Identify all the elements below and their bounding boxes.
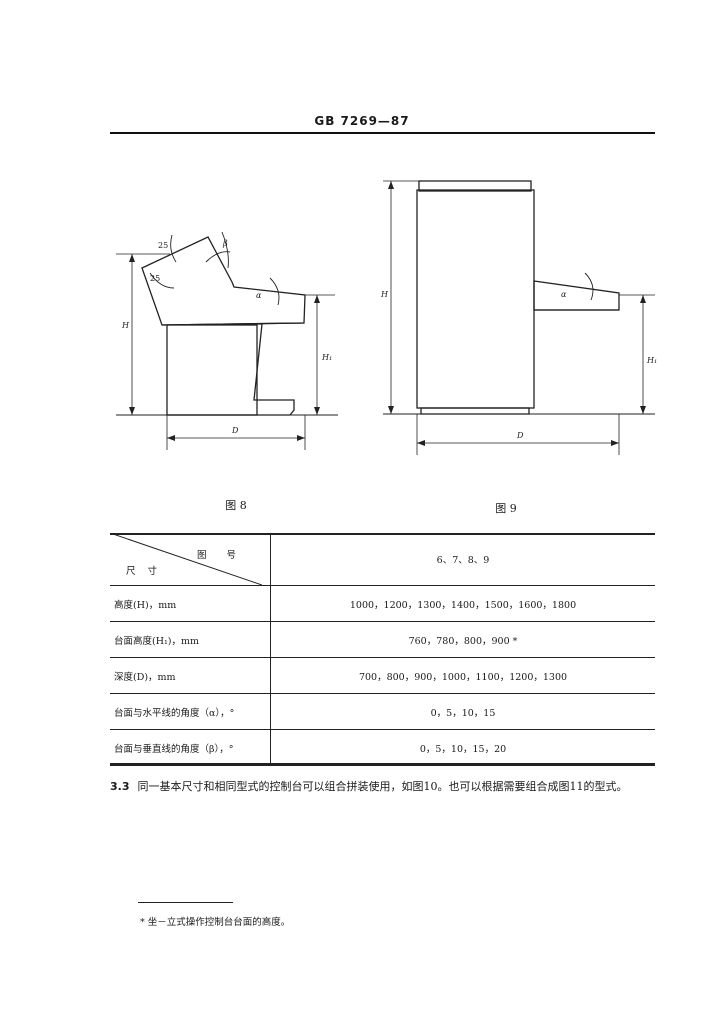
console-cabinet — [166, 324, 258, 416]
fig9-alpha-label: α — [561, 290, 567, 299]
cabinet-body — [416, 189, 535, 409]
row-value: 0，5，10，15 — [270, 693, 655, 730]
console-knee-space — [253, 323, 295, 416]
figure-8-caption: 图 8 — [225, 499, 247, 512]
fig8-alpha-label: α — [256, 291, 262, 300]
header-figure-values: 6、7、8、9 — [270, 533, 655, 586]
table-row: 深度(D)，mm 700，800，900，1000，1100，1200，1300 — [110, 657, 655, 694]
cabinet-base — [420, 407, 530, 415]
table-row: 台面与水平线的角度（α），° 0，5，10，15 — [110, 693, 655, 730]
fig8-H1-label: H₁ — [321, 353, 332, 362]
row-value: 0，5，10，15，20 — [270, 729, 655, 766]
figure-9-caption: 图 9 — [495, 502, 517, 515]
figure-8-drawing: 25 25 β α H H₁ D — [116, 231, 338, 450]
row-label: 台面高度(H₁)，mm — [110, 621, 271, 658]
table-bottom-rule — [110, 763, 655, 765]
table-header-row: 图号 尺寸 6、7、8、9 — [110, 533, 655, 586]
footnote: * 坐－立式操作控制台台面的高度。 — [140, 917, 291, 928]
standard-code: GB 7269—87 — [314, 114, 410, 128]
cabinet-top-cap — [418, 180, 532, 192]
row-label: 台面与水平线的角度（α），° — [110, 693, 271, 730]
clause-3-3: 3.3 同一基本尺寸和相同型式的控制台可以组合拼装使用，如图10。也可以根据需要组… — [110, 776, 658, 797]
clause-text: 同一基本尺寸和相同型式的控制台可以组合拼装使用，如图10。也可以根据需要组合成图… — [137, 780, 628, 793]
desk-top — [533, 280, 620, 311]
table-row: 高度(H)，mm 1000，1200，1300，1400，1500，1600，1… — [110, 585, 655, 622]
fig8-H-label: H — [121, 321, 130, 330]
table-corner-cell: 图号 尺寸 — [110, 533, 271, 586]
fig8-beta-label: β — [222, 239, 228, 248]
header-figure-number: 图号 — [196, 550, 256, 561]
row-value: 700，800，900，1000，1100，1200，1300 — [270, 657, 655, 694]
figure-9-drawing: H H₁ D α — [380, 180, 657, 455]
fig9-H-label: H — [380, 290, 389, 299]
row-value: 1000，1200，1300，1400，1500，1600，1800 — [270, 585, 655, 622]
fig9-H1-label: H₁ — [646, 356, 657, 365]
dimension-table: 图号 尺寸 6、7、8、9 高度(H)，mm 1000，1200，1300，14… — [110, 533, 655, 766]
fig8-D-label: D — [231, 426, 239, 435]
clause-number: 3.3 — [110, 780, 130, 793]
header-dimension: 尺寸 — [126, 566, 170, 577]
header-rule — [110, 132, 655, 134]
table-row: 台面与垂直线的角度（β），° 0，5，10，15，20 — [110, 729, 655, 766]
fig8-angle-25-mid: 25 — [150, 274, 160, 283]
table-row: 台面高度(H₁)，mm 760，780，800，900 * — [110, 621, 655, 658]
diagonal-line — [110, 533, 262, 585]
row-value: 760，780，800，900 * — [270, 621, 655, 658]
row-label: 深度(D)，mm — [110, 657, 271, 694]
console-upper-outline — [141, 236, 306, 326]
footnote-rule — [138, 902, 233, 903]
fig8-angle-25-top: 25 — [158, 241, 168, 250]
row-label: 台面与垂直线的角度（β），° — [110, 729, 271, 766]
fig9-D-label: D — [516, 431, 524, 440]
row-label: 高度(H)，mm — [110, 585, 271, 622]
